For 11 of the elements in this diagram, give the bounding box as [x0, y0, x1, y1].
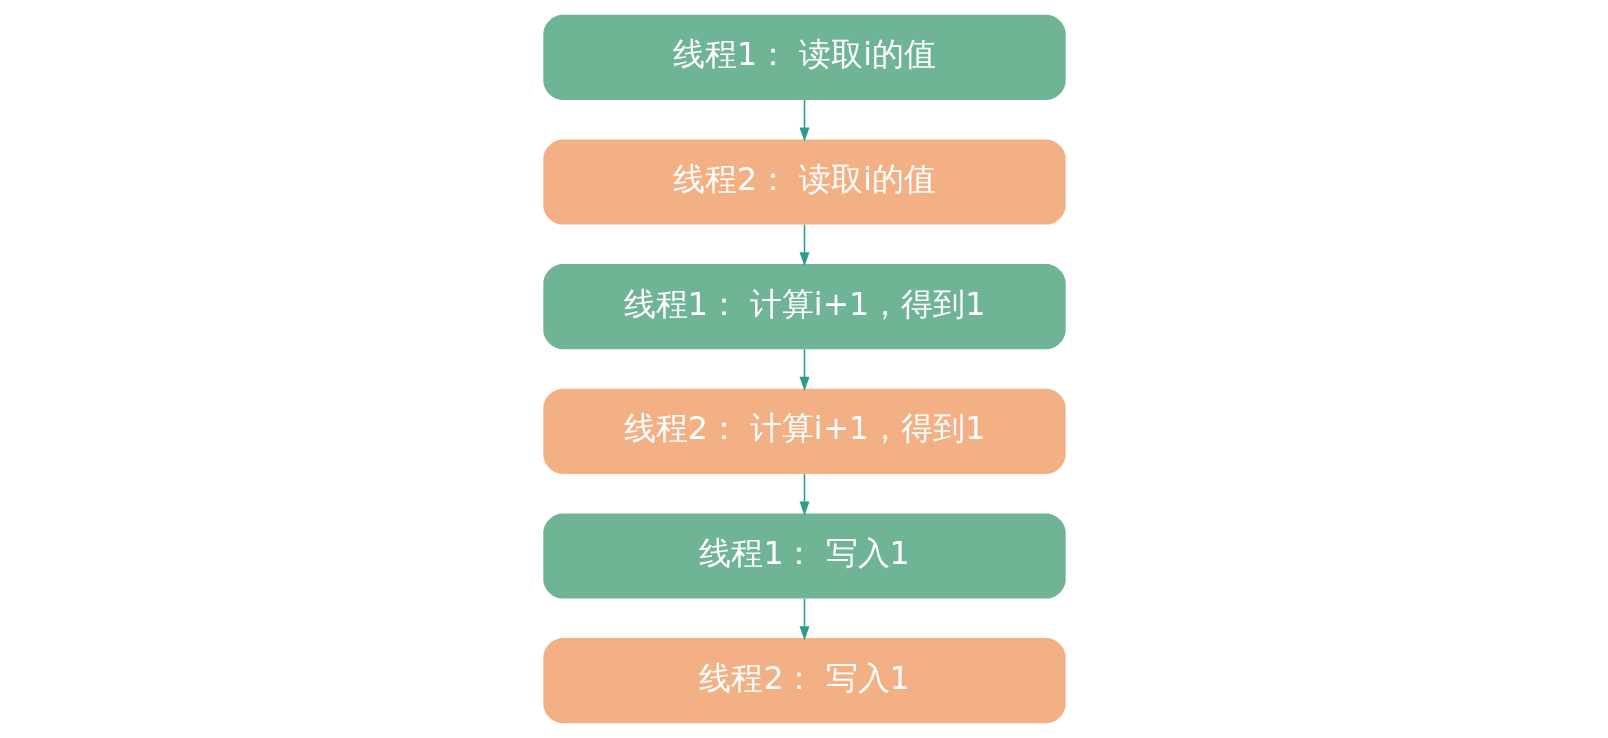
node-box: 线程1： 读取i的值: [542, 14, 1066, 100]
arrow: [799, 473, 809, 516]
node-box: 线程2： 计算i+1，得到1: [542, 388, 1066, 474]
node-box: 线程1： 计算i+1，得到1: [542, 264, 1066, 350]
arrow: [799, 99, 809, 142]
node-box: 线程2： 写入1: [542, 638, 1066, 724]
node-box: 线程2： 读取i的值: [542, 139, 1066, 225]
node-box: 线程1： 写入1: [542, 513, 1066, 599]
arrow: [799, 348, 809, 392]
arrow: [799, 223, 809, 267]
arrow: [799, 597, 809, 641]
